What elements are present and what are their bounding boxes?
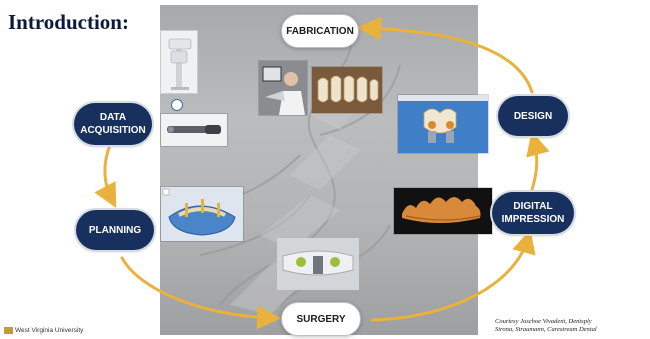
intraoral-scanner-photo <box>160 113 228 147</box>
arrow-impression-to-design <box>526 131 550 192</box>
courtesy-line-2: Sirona, Straumann, Carestream Dental <box>495 326 597 333</box>
arrow-surgery-to-impression <box>370 229 536 322</box>
node-fabrication-label: FABRICATION <box>286 25 354 37</box>
cad-design-photo <box>397 94 489 154</box>
node-data-acquisition-label-line2: ACQUISITION <box>80 125 146 136</box>
node-design: DESIGN <box>498 96 568 136</box>
node-planning: PLANNING <box>76 210 154 250</box>
node-planning-label: PLANNING <box>88 224 142 236</box>
node-data-acquisition-label-line1: DATA <box>99 112 127 123</box>
center-backdrop <box>160 5 478 335</box>
arrow-planning-to-surgery <box>120 256 281 330</box>
courtesy-line-1: Courtesy Joschoe Vivadent, Dentsply <box>495 318 592 325</box>
arrow-acquisition-to-planning <box>94 143 117 208</box>
node-fabrication: FABRICATION <box>281 14 359 48</box>
slide-title: Introduction: <box>8 10 129 34</box>
node-data-acquisition: DATA ACQUISITION <box>74 103 152 145</box>
node-surgery: SURGERY <box>281 302 361 336</box>
surgical-planning-photo <box>160 186 244 242</box>
university-logo-text: West Virginia University <box>15 327 84 334</box>
node-digital-impression-label-line1: DIGITAL <box>513 201 553 212</box>
dental-crowns-photo <box>311 66 383 114</box>
clinician-photo <box>258 60 308 116</box>
node-digital-impression: DIGITAL IMPRESSION <box>492 192 574 234</box>
university-logo-icon <box>4 327 13 334</box>
node-design-label: DESIGN <box>513 110 553 122</box>
cbct-scanner-photo <box>160 30 198 94</box>
info-badge-icon <box>171 99 183 111</box>
image-courtesy-note: Courtesy Joschoe Vivadent, Dentsply Siro… <box>495 318 645 334</box>
node-surgery-label: SURGERY <box>296 313 346 325</box>
university-logo: West Virginia University <box>4 327 83 334</box>
arrow-design-to-fabrication <box>357 16 534 94</box>
digital-impression-photo <box>393 187 493 235</box>
node-digital-impression-label-line2: IMPRESSION <box>501 214 565 225</box>
surgical-guide-photo <box>277 238 359 290</box>
